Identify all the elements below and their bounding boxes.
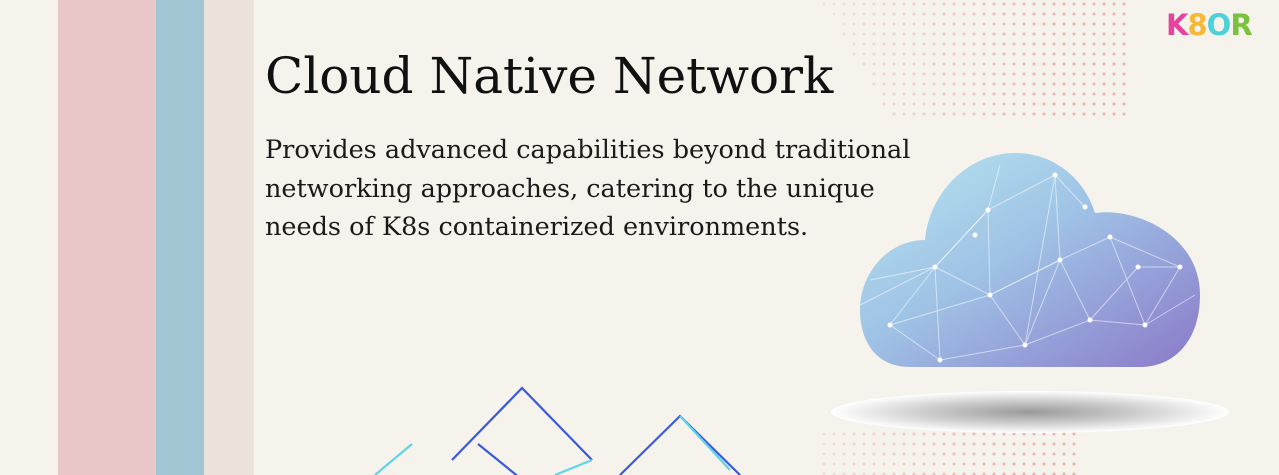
cloud-shadow [831,391,1229,433]
stripe-blue [156,0,204,475]
stripe-pink [58,0,156,475]
logo-letter-r: R [1230,8,1252,42]
logo-letter-k: K [1166,8,1189,42]
logo-letter-8: 8 [1187,8,1207,42]
page-title: Cloud Native Network [265,47,834,105]
dot-pattern-top [822,2,1126,116]
brand-logo: K 8 O R [1166,6,1258,44]
dot-pattern-bottom [822,432,1076,475]
page-description: Provides advanced capabilities beyond tr… [265,135,911,242]
stripe-beige [204,0,254,475]
cloud-network-icon [860,153,1200,367]
logo-letter-o: O [1206,8,1232,42]
diamond-lines-decoration [374,386,741,475]
